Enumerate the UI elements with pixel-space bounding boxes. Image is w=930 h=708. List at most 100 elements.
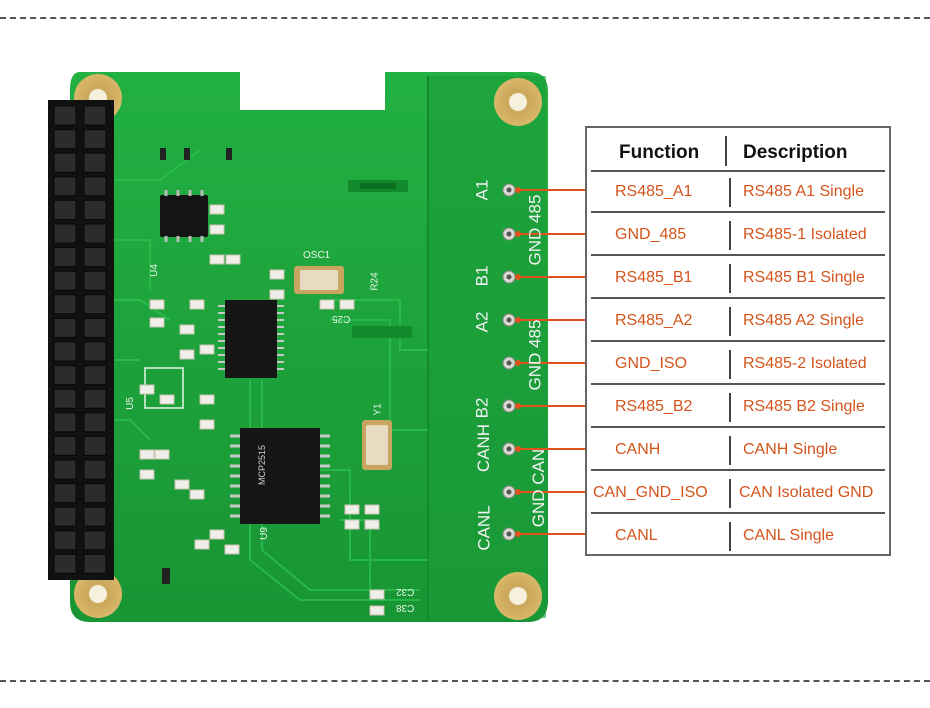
smd-component bbox=[224, 544, 240, 555]
header-pin bbox=[83, 388, 107, 409]
header-pin bbox=[53, 435, 77, 456]
smd-component bbox=[209, 254, 225, 265]
cell-description: RS485 A2 Single bbox=[743, 312, 864, 329]
smd-component bbox=[139, 384, 155, 395]
header-pin bbox=[83, 530, 107, 551]
header-pin bbox=[83, 412, 107, 433]
smd-component bbox=[199, 419, 215, 430]
row-divider bbox=[729, 264, 731, 293]
board-label-gnd485-2: GND 485 bbox=[525, 319, 545, 391]
terminal-hole-center bbox=[506, 403, 512, 409]
header-pin bbox=[53, 530, 77, 551]
board-label-canl: CANL bbox=[474, 505, 494, 551]
header-pin bbox=[53, 483, 77, 504]
row-separator bbox=[591, 383, 885, 385]
cell-description: RS485 A1 Single bbox=[743, 183, 864, 200]
terminal-hole-center bbox=[506, 489, 512, 495]
cell-description: RS485 B1 Single bbox=[743, 269, 865, 286]
cell-function: CAN_GND_ISO bbox=[593, 484, 708, 501]
smd-component bbox=[269, 269, 285, 280]
table-row: RS485_A1 RS485 A1 Single bbox=[591, 173, 885, 213]
cell-description: CANL Single bbox=[743, 527, 835, 544]
ic-u9 bbox=[240, 428, 320, 524]
silk-r24: R24 bbox=[369, 272, 381, 291]
row-divider bbox=[729, 307, 731, 336]
header-pin bbox=[53, 365, 77, 386]
transistor bbox=[184, 148, 190, 160]
cell-description: RS485-1 Isolated bbox=[743, 226, 867, 243]
board-label-gnd485-1: GND 485 bbox=[525, 194, 545, 266]
smd-component bbox=[174, 479, 190, 490]
header-pin bbox=[53, 317, 77, 338]
row-divider bbox=[729, 436, 731, 465]
smd-component bbox=[189, 489, 205, 500]
smd-component bbox=[194, 539, 210, 550]
row-separator bbox=[591, 254, 885, 256]
row-separator bbox=[591, 340, 885, 342]
smd-component bbox=[339, 299, 355, 310]
terminal-hole-center bbox=[506, 446, 512, 452]
header-pin bbox=[53, 553, 77, 574]
silk-c32: C32 bbox=[396, 586, 415, 597]
cell-function: RS485_A1 bbox=[615, 183, 693, 200]
smd-component bbox=[225, 254, 241, 265]
ic-u4 bbox=[160, 195, 208, 237]
header-pin bbox=[83, 223, 107, 244]
board-label-gnd-can: GND CAN bbox=[529, 448, 549, 528]
header-pin bbox=[83, 553, 107, 574]
silk-c25: C25 bbox=[332, 313, 351, 324]
mounting-hole-bl bbox=[74, 570, 122, 618]
cell-function: CANL bbox=[615, 527, 658, 544]
leader-dot bbox=[515, 187, 521, 193]
leader-dot bbox=[515, 360, 521, 366]
smd-component bbox=[369, 605, 385, 616]
row-divider bbox=[729, 522, 731, 551]
smd-component bbox=[179, 349, 195, 360]
board-label-b2: B2 bbox=[472, 397, 492, 419]
terminal-hole-center bbox=[506, 317, 512, 323]
header-pin bbox=[53, 506, 77, 527]
silk-u9: U9 bbox=[258, 527, 270, 540]
header-pin bbox=[53, 199, 77, 220]
header-pin bbox=[83, 317, 107, 338]
board-label-a2: A2 bbox=[472, 311, 492, 333]
smd-component bbox=[149, 299, 165, 310]
cell-function: RS485_A2 bbox=[615, 312, 693, 329]
header-pin bbox=[83, 341, 107, 362]
terminal-hole-center bbox=[506, 360, 512, 366]
header-pin bbox=[83, 459, 107, 480]
header-pin bbox=[53, 129, 77, 150]
header-pin bbox=[83, 152, 107, 173]
cell-description: CANH Single bbox=[743, 441, 838, 458]
top-dashed-divider bbox=[0, 17, 930, 19]
board-label-b1: B1 bbox=[472, 265, 492, 287]
header-pin bbox=[83, 506, 107, 527]
header-pin bbox=[53, 176, 77, 197]
silk-y1: Y1 bbox=[372, 403, 384, 416]
smd-component bbox=[139, 469, 155, 480]
smd-component bbox=[369, 589, 385, 600]
header-pin bbox=[53, 223, 77, 244]
row-separator bbox=[591, 297, 885, 299]
header-pin bbox=[83, 270, 107, 291]
smd-component bbox=[139, 449, 155, 460]
transistor bbox=[160, 148, 166, 160]
header-pin bbox=[83, 199, 107, 220]
terminal-hole-center bbox=[506, 531, 512, 537]
smd-component bbox=[269, 289, 285, 300]
header-pin bbox=[53, 152, 77, 173]
smd-component bbox=[209, 204, 225, 215]
leader-dot bbox=[515, 231, 521, 237]
cell-description: CAN Isolated GND bbox=[739, 484, 874, 501]
leader-dot bbox=[515, 317, 521, 323]
header-pin bbox=[53, 412, 77, 433]
terminal-hole-center bbox=[506, 187, 512, 193]
silk-u5: U5 bbox=[124, 397, 136, 410]
cell-function: RS485_B2 bbox=[615, 398, 693, 415]
